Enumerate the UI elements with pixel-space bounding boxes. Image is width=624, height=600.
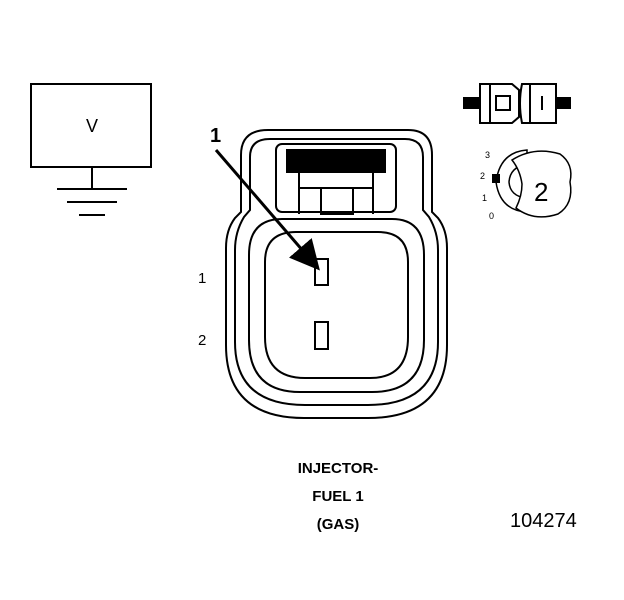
position-number: 2 xyxy=(534,177,548,207)
callout-number: 1 xyxy=(210,125,221,147)
callout-1: 1 xyxy=(210,125,320,271)
pin-label-2: 2 xyxy=(198,332,206,349)
connector-pin-pocket xyxy=(264,231,409,379)
component-title: INJECTOR- FUEL 1 (GAS) xyxy=(298,460,379,533)
connector-side-view-icon xyxy=(463,83,571,124)
connector-outer-body xyxy=(225,129,448,419)
component-title-line-3: (GAS) xyxy=(317,516,360,533)
position-mark-2: 2 xyxy=(480,171,485,181)
figure-id: 104274 xyxy=(510,510,577,532)
position-indicator: 3 2 1 0 2 xyxy=(480,149,572,221)
locking-tab xyxy=(275,143,397,215)
position-mark-1: 1 xyxy=(482,193,487,203)
connector-face xyxy=(225,129,448,419)
position-mark-0: 0 xyxy=(489,211,494,221)
pin-cavity-1 xyxy=(314,258,329,286)
ground-box-label: V xyxy=(86,116,98,136)
ground-symbol: V xyxy=(30,83,152,216)
component-title-line-1: INJECTOR- xyxy=(298,460,379,477)
pin-label-1: 1 xyxy=(198,270,206,287)
pin-cavity-2 xyxy=(314,321,329,350)
component-title-line-2: FUEL 1 xyxy=(312,488,363,505)
position-mark-3: 3 xyxy=(485,150,490,160)
